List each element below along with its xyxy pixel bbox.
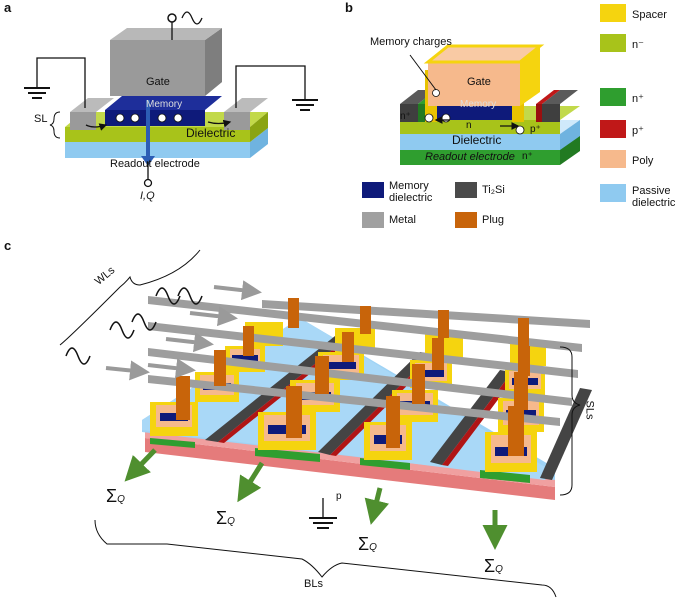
b-nplus-bottom-label: n⁺ bbox=[522, 151, 533, 162]
legend-spacer-label: Spacer bbox=[632, 9, 667, 21]
legend-metal-label: Metal bbox=[389, 214, 416, 226]
c-sls-label: SLs bbox=[583, 400, 596, 420]
legend-plug-label: Plug bbox=[482, 214, 505, 226]
panel-b-device bbox=[400, 44, 580, 165]
b-gate-label: Gate bbox=[467, 76, 491, 88]
c-sum-q-2: ΣQ bbox=[216, 508, 235, 528]
panel-label-a: a bbox=[4, 0, 12, 15]
b-n-label: n bbox=[466, 120, 472, 131]
a-gate-label: Gate bbox=[146, 76, 170, 88]
panel-label-c: c bbox=[4, 238, 12, 253]
panel-label-b: b bbox=[345, 0, 353, 15]
b-pplus-label: p⁺ bbox=[530, 124, 541, 135]
a-readout-label: Readout electrode bbox=[110, 158, 200, 170]
legend-poly-label: Poly bbox=[632, 155, 654, 167]
panel-c-array bbox=[59, 249, 592, 598]
c-bls-label: BLs bbox=[304, 578, 323, 590]
c-sum-q-3: ΣQ bbox=[358, 534, 377, 554]
legend-memory-dielectric-label: Memory dielectric bbox=[389, 180, 433, 204]
legend-right-swatches bbox=[600, 4, 626, 202]
a-iq-label: I,Q bbox=[140, 190, 155, 202]
legend-bottom-swatches bbox=[362, 182, 477, 228]
legend-n-minus-label: n⁻ bbox=[632, 39, 644, 51]
b-memory-charges-label: Memory charges bbox=[370, 36, 452, 48]
a-memory-label: Memory bbox=[146, 99, 183, 110]
legend-n-plus-label: n⁺ bbox=[632, 93, 644, 105]
b-dielectric-label: Dielectric bbox=[452, 133, 502, 147]
panel-a-device bbox=[24, 11, 318, 188]
legend-ti2si-label: Ti₂Si bbox=[482, 184, 505, 196]
c-p-label: p bbox=[336, 491, 342, 502]
b-memory-label: Memory bbox=[460, 99, 497, 110]
b-readout-label: Readout electrode bbox=[425, 151, 515, 163]
c-sum-q-1: ΣQ bbox=[106, 486, 125, 506]
a-dielectric-label: Dielectric bbox=[186, 126, 236, 140]
legend-p-plus-label: p⁺ bbox=[632, 125, 644, 137]
b-nplus-left-label: n⁺ bbox=[400, 111, 411, 122]
a-sl-label: SL bbox=[34, 113, 48, 125]
c-sum-q-4: ΣQ bbox=[484, 556, 503, 576]
legend-passive-dielectric-label: Passive dielectric bbox=[632, 185, 676, 209]
